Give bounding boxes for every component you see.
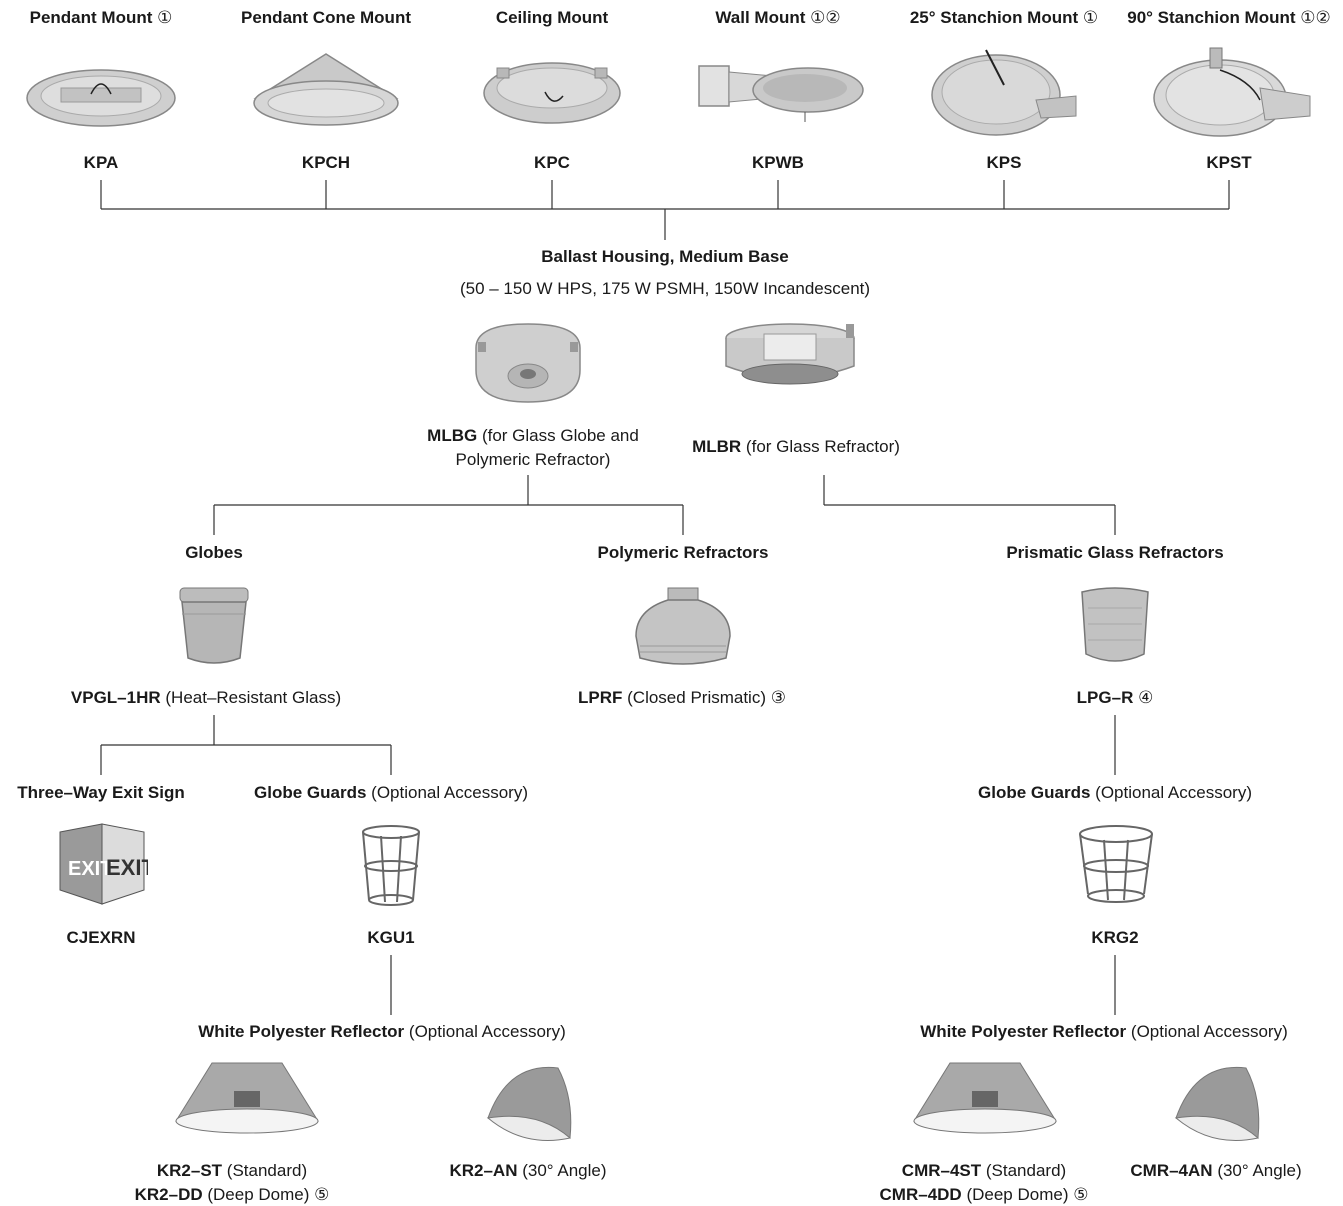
kgu1-guard-title: Globe Guards (Optional Accessory) [254, 783, 528, 802]
housing-subtitle: (50 – 150 W HPS, 175 W PSMH, 150W Incand… [459, 279, 871, 298]
mlbr-image [725, 323, 855, 385]
kr2-reflector-title: White Polyester Reflector (Optional Acce… [198, 1022, 566, 1041]
exit-word-left: EXIT [68, 858, 112, 880]
globes-title: Globes [185, 543, 243, 562]
mount-title-wall: Wall Mount ①② [715, 8, 841, 27]
cmr-st-label: CMR–4ST (Standard) [901, 1161, 1067, 1180]
kr2-an-image [486, 1066, 572, 1141]
krg2-guard-title: Globe Guards (Optional Accessory) [978, 783, 1252, 802]
mount-code-kpc: KPC [534, 153, 570, 172]
mount-title-ceiling: Ceiling Mount [495, 8, 609, 27]
kpwb-image [698, 65, 864, 122]
kps-image [931, 49, 1077, 136]
kr2-st-image [175, 1062, 319, 1134]
housing-title: Ballast Housing, Medium Base [541, 247, 789, 266]
prismatic-title: Prismatic Glass Refractors [1006, 543, 1224, 562]
polymeric-title: Polymeric Refractors [597, 543, 769, 562]
mount-title-stanchion-90: 90° Stanchion Mount ①② [1127, 8, 1331, 27]
mlbg-label-line2: Polymeric Refractor) [455, 450, 611, 469]
mount-title-pendant-cone: Pendant Cone Mount [241, 8, 411, 27]
krg2-image [1079, 825, 1153, 903]
mlbg-image [475, 323, 581, 403]
mount-code-kpa: KPA [83, 153, 119, 172]
kpst-image [1153, 47, 1311, 137]
mlbr-label: MLBR (for Glass Refractor) [692, 437, 900, 456]
mount-title-stanchion-25: 25° Stanchion Mount ① [909, 8, 1099, 27]
mount-title-pendant: Pendant Mount ① [29, 8, 173, 27]
cmr-dd-label: CMR–4DD (Deep Dome) ⑤ [879, 1185, 1089, 1204]
cmr-st-image [913, 1062, 1057, 1134]
lpg-r-image [1081, 587, 1149, 662]
mount-code-kps: KPS [986, 153, 1022, 172]
mlbg-label: MLBG (for Glass Globe and [427, 426, 639, 445]
cmr-an-image [1174, 1066, 1260, 1141]
mount-code-kpwb: KPWB [752, 153, 804, 172]
mount-code-kpst: KPST [1206, 153, 1252, 172]
kpa-image [26, 69, 176, 127]
kr2-an-label: KR2–AN (30° Angle) [449, 1161, 607, 1180]
exit-sign-image: EXIT EXIT [59, 823, 148, 905]
kr2-dd-label: KR2–DD (Deep Dome) ⑤ [134, 1185, 330, 1204]
kgu1-code: KGU1 [367, 928, 415, 947]
exit-sign-title: Three–Way Exit Sign [17, 783, 185, 802]
lpg-r-label: LPG–R ④ [1076, 688, 1154, 707]
cmr-an-label: CMR–4AN (30° Angle) [1130, 1161, 1302, 1180]
exit-sign-code: CJEXRN [66, 928, 136, 947]
lprf-image [635, 587, 731, 665]
mount-code-kpch: KPCH [301, 153, 351, 172]
kpch-image [253, 53, 399, 126]
vpgl-label: VPGL–1HR (Heat–Resistant Glass) [70, 688, 342, 707]
kr2-st-label: KR2–ST (Standard) [156, 1161, 308, 1180]
exit-word-right: EXIT [106, 855, 148, 880]
cmr-reflector-title: White Polyester Reflector (Optional Acce… [920, 1022, 1288, 1041]
vpgl-image [179, 587, 249, 664]
kpc-image [483, 62, 621, 124]
kgu1-image [362, 825, 420, 906]
lprf-label: LPRF (Closed Prismatic) ③ [578, 688, 786, 707]
krg2-code: KRG2 [1091, 928, 1139, 947]
